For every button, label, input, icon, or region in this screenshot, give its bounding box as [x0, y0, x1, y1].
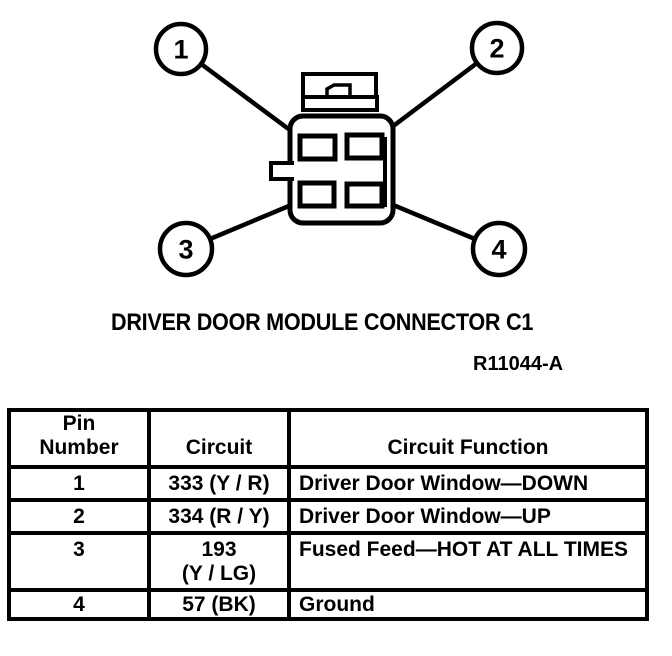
callout-number-4: 4: [491, 235, 506, 265]
circuit-function-cell: Ground: [287, 588, 649, 622]
circuit-cell: 333 (Y / R): [147, 465, 291, 503]
diagram-caption: DRIVER DOOR MODULE CONNECTOR C1: [111, 309, 534, 336]
pin-number-cell: 2: [7, 498, 151, 536]
connector-side-tab: [269, 161, 294, 181]
pin-cavity-1: [297, 133, 338, 162]
callout-circle-3: [157, 220, 215, 278]
header-circuit: Circuit: [147, 407, 291, 470]
circuit-line: 193: [201, 538, 237, 562]
header-pin-number: Pin Number: [7, 407, 151, 470]
connector-neck-band: [301, 95, 379, 112]
connector-latch-notch: [325, 83, 352, 95]
pin-number-cell: 3: [7, 531, 151, 593]
table-row: 1 333 (Y / R) Driver Door Window—DOWN: [7, 465, 649, 503]
table-header-row: Pin Number Circuit Circuit Function: [7, 407, 649, 470]
pin-number-cell: 1: [7, 465, 151, 503]
callout-circle-1: [153, 21, 209, 77]
pin-cavity-2: [344, 132, 385, 161]
callout-circle-2: [469, 20, 525, 76]
circuit-cell: 193 (Y / LG): [147, 531, 291, 593]
pin-cavity-3: [297, 180, 337, 209]
circuit-function-cell: Driver Door Window—UP: [287, 498, 649, 536]
header-circuit-function: Circuit Function: [287, 407, 649, 470]
connector-pinout-diagram: 1 2 3 4: [153, 20, 528, 278]
circuit-function-cell: Driver Door Window—DOWN: [287, 465, 649, 503]
table-row: 3 193 (Y / LG) Fused Feed—HOT AT ALL TIM…: [7, 531, 649, 593]
circuit-cell: 334 (R / Y): [147, 498, 291, 536]
pin-number-cell: 4: [7, 588, 151, 622]
connector-diagram-svg: 1 2 3 4: [153, 20, 528, 278]
callout-circle-4: [470, 220, 528, 278]
callout-number-3: 3: [178, 235, 193, 265]
table-row: 4 57 (BK) Ground: [7, 588, 649, 622]
callout-number-1: 1: [173, 35, 188, 65]
callout-number-2: 2: [489, 34, 504, 64]
circuit-cell: 57 (BK): [147, 588, 291, 622]
header-pin-number-label: Pin Number: [39, 412, 119, 459]
table-row: 2 334 (R / Y) Driver Door Window—UP: [7, 498, 649, 536]
circuit-function-cell: Fused Feed—HOT AT ALL TIMES: [287, 531, 649, 593]
figure-reference-number: R11044-A: [473, 353, 564, 375]
circuit-line: (Y / LG): [181, 561, 257, 585]
pin-circuit-table: Pin Number Circuit Circuit Function 1 33…: [7, 407, 649, 622]
pin-cavity-4: [344, 181, 385, 209]
